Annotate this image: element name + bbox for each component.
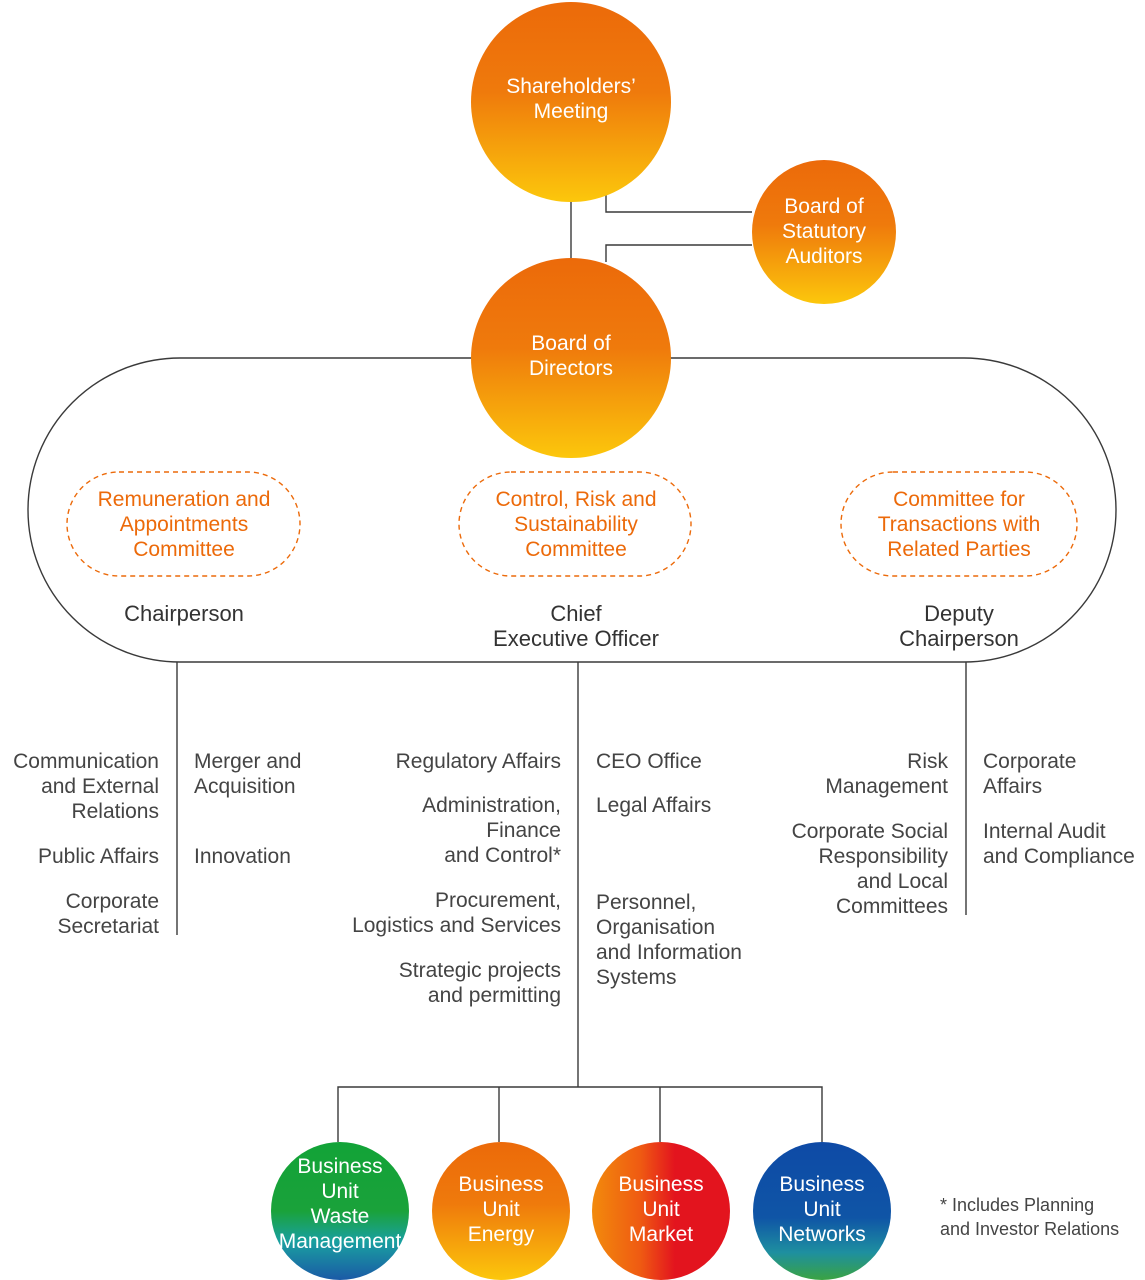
directors-label-2: Directors bbox=[529, 357, 613, 380]
function-public-affairs: Public Affairs bbox=[38, 845, 159, 868]
shareholders-label-2: Meeting bbox=[534, 100, 609, 123]
function-ceo-office: CEO Office bbox=[596, 750, 702, 773]
business-unit-energy: Business Unit Energy bbox=[432, 1142, 570, 1280]
function-corporate-affairs-1: Corporate bbox=[983, 750, 1076, 773]
functions-chair-left: Communication and External Relations Pub… bbox=[13, 750, 159, 938]
function-personnel-4: Systems bbox=[596, 966, 677, 989]
committee-control-line-2: Sustainability bbox=[514, 513, 638, 536]
function-secretariat-1: Corporate bbox=[66, 890, 159, 913]
function-risk-2: Management bbox=[825, 775, 948, 798]
function-secretariat-2: Secretariat bbox=[57, 915, 159, 938]
bu-energy-line-2: Unit bbox=[482, 1198, 520, 1221]
auditors-label-2: Statutory bbox=[782, 220, 867, 243]
function-corporate-affairs-2: Affairs bbox=[983, 775, 1042, 798]
function-csr-3: and Local bbox=[857, 870, 948, 893]
footnote: * Includes Planning and Investor Relatio… bbox=[940, 1195, 1119, 1239]
function-audit-2: and Compliance bbox=[983, 845, 1135, 868]
functions-deputy-right: Corporate Affairs Internal Audit and Com… bbox=[983, 750, 1135, 868]
committee-related-line-3: Related Parties bbox=[887, 538, 1031, 561]
shareholders-label-1: Shareholders’ bbox=[506, 75, 636, 98]
role-deputy-line-2: Chairperson bbox=[899, 626, 1019, 651]
function-legal: Legal Affairs bbox=[596, 794, 711, 817]
function-communication-1: Communication bbox=[13, 750, 159, 773]
function-procurement-1: Procurement, bbox=[435, 889, 561, 912]
committee-control-risk: Control, Risk and Sustainability Committ… bbox=[458, 471, 692, 577]
bu-waste-line-3: Waste bbox=[311, 1205, 370, 1228]
bu-networks-line-3: Networks bbox=[778, 1223, 866, 1246]
function-personnel-3: and Information bbox=[596, 941, 742, 964]
bu-waste-line-4: Management bbox=[279, 1230, 402, 1253]
committee-remuneration-line-3: Committee bbox=[133, 538, 235, 561]
function-strategic-2: and permitting bbox=[428, 984, 561, 1007]
shareholders-meeting-node: Shareholders’ Meeting bbox=[471, 2, 671, 202]
auditors-label-1: Board of bbox=[784, 195, 864, 218]
function-csr-4: Committees bbox=[836, 895, 948, 918]
committee-control-line-1: Control, Risk and bbox=[495, 488, 656, 511]
bu-energy-line-1: Business bbox=[458, 1173, 543, 1196]
function-regulatory: Regulatory Affairs bbox=[396, 750, 561, 773]
function-procurement-2: Logistics and Services bbox=[352, 914, 561, 937]
business-unit-networks: Business Unit Networks bbox=[753, 1142, 891, 1280]
function-strategic-1: Strategic projects bbox=[399, 959, 561, 982]
bu-market-line-1: Business bbox=[618, 1173, 703, 1196]
bu-networks-line-2: Unit bbox=[803, 1198, 841, 1221]
board-of-directors-node: Board of Directors bbox=[471, 258, 671, 458]
footnote-line-1: * Includes Planning bbox=[940, 1195, 1094, 1215]
functions-deputy-left: Risk Management Corporate Social Respons… bbox=[792, 750, 949, 918]
business-unit-market: Business Unit Market bbox=[592, 1142, 730, 1280]
role-deputy-line-1: Deputy bbox=[924, 601, 994, 626]
bu-networks-line-1: Business bbox=[779, 1173, 864, 1196]
committee-remuneration-line-2: Appointments bbox=[120, 513, 248, 536]
function-personnel-2: Organisation bbox=[596, 916, 715, 939]
function-mna-1: Merger and bbox=[194, 750, 301, 773]
role-ceo-line-2: Executive Officer bbox=[493, 626, 659, 651]
auditors-label-3: Auditors bbox=[785, 245, 862, 268]
bu-market-line-3: Market bbox=[629, 1223, 693, 1246]
bu-market-line-2: Unit bbox=[642, 1198, 680, 1221]
functions-ceo-left: Regulatory Affairs Administration, Finan… bbox=[352, 750, 561, 1007]
function-csr-2: Responsibility bbox=[818, 845, 948, 868]
role-ceo-line-1: Chief bbox=[550, 601, 602, 626]
committee-remuneration: Remuneration and Appointments Committee bbox=[66, 471, 301, 577]
committee-remuneration-line-1: Remuneration and bbox=[98, 488, 271, 511]
committee-related-line-2: Transactions with bbox=[878, 513, 1041, 536]
function-innovation: Innovation bbox=[194, 845, 291, 868]
role-chairperson: Chairperson bbox=[124, 601, 244, 626]
function-communication-3: Relations bbox=[71, 800, 159, 823]
function-audit-1: Internal Audit bbox=[983, 820, 1106, 843]
business-unit-waste: Business Unit Waste Management bbox=[271, 1142, 409, 1280]
function-communication-2: and External bbox=[41, 775, 159, 798]
committee-related-parties: Committee for Transactions with Related … bbox=[840, 471, 1078, 577]
function-csr-1: Corporate Social bbox=[792, 820, 948, 843]
committee-control-line-3: Committee bbox=[525, 538, 627, 561]
bu-waste-line-2: Unit bbox=[321, 1180, 359, 1203]
function-risk-1: Risk bbox=[907, 750, 948, 773]
functions-ceo-right: CEO Office Legal Affairs Personnel, Orga… bbox=[596, 750, 742, 989]
function-admin-3: and Control* bbox=[444, 844, 561, 867]
committee-related-line-1: Committee for bbox=[893, 488, 1025, 511]
function-admin-1: Administration, bbox=[422, 794, 561, 817]
function-admin-2: Finance bbox=[486, 819, 561, 842]
bu-energy-line-3: Energy bbox=[468, 1223, 535, 1246]
function-personnel-1: Personnel, bbox=[596, 891, 696, 914]
bu-waste-line-1: Business bbox=[297, 1155, 382, 1178]
directors-label-1: Board of bbox=[531, 332, 611, 355]
statutory-auditors-node: Board of Statutory Auditors bbox=[752, 160, 896, 304]
footnote-line-2: and Investor Relations bbox=[940, 1219, 1119, 1239]
function-mna-2: Acquisition bbox=[194, 775, 296, 798]
functions-chair-right: Merger and Acquisition Innovation bbox=[194, 750, 301, 868]
